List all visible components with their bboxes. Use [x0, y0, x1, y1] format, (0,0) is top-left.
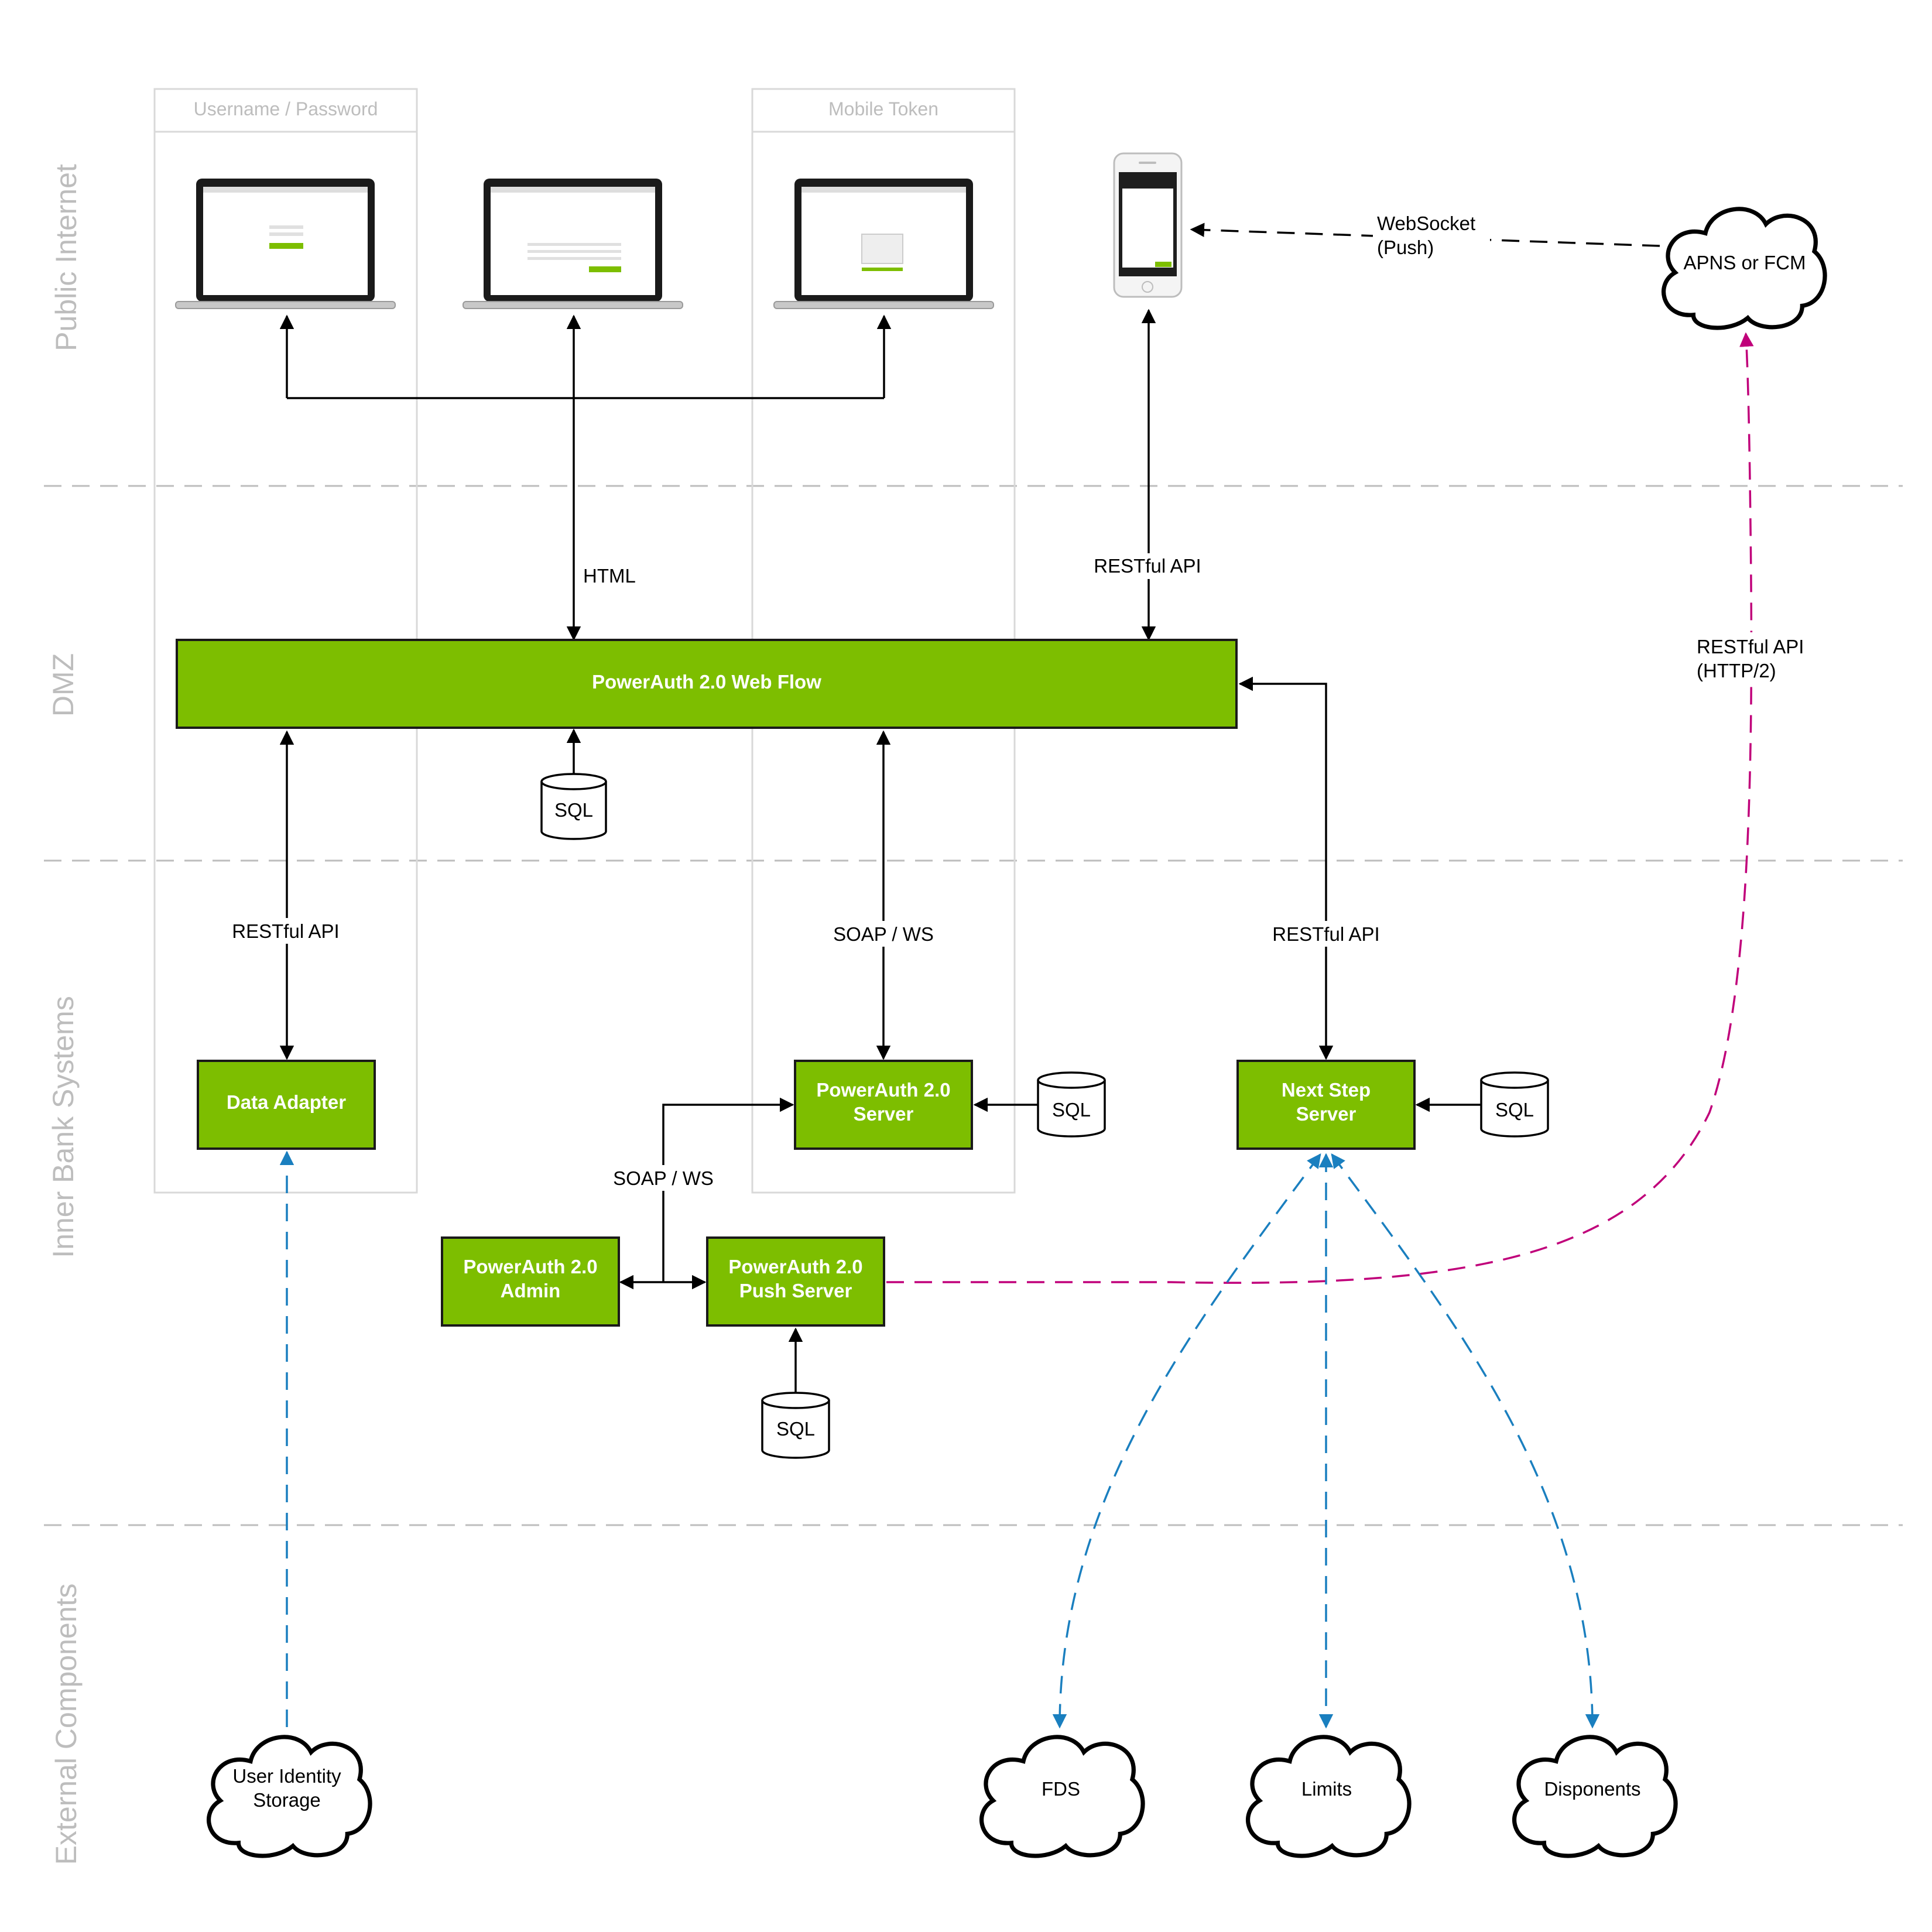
zone-label-public-internet: Public Internet	[50, 164, 83, 351]
laptop-icon	[175, 179, 396, 309]
box-push-line1: PowerAuth 2.0	[728, 1256, 862, 1277]
cloud-limits: Limits	[1301, 1778, 1352, 1800]
label-restful-api-mobile: RESTful API	[1094, 555, 1201, 577]
label-restful-http2-sub: (HTTP/2)	[1697, 660, 1776, 681]
connector-push-apns	[886, 332, 1754, 1284]
db-server-sql: SQL	[1052, 1099, 1091, 1121]
cloud-disponents: Disponents	[1544, 1778, 1640, 1800]
label-websocket-push: (Push)	[1377, 237, 1434, 258]
label-restful-api-adapter: RESTful API	[232, 920, 339, 942]
box-push-server	[706, 1236, 885, 1327]
label-restful-api-nextstep: RESTful API	[1272, 923, 1379, 945]
laptop-icon	[773, 179, 994, 309]
box-data-adapter	[197, 1060, 376, 1150]
column-title-mobile-token: Mobile Token	[828, 98, 938, 119]
label-soap-ws-server: SOAP / WS	[833, 923, 934, 945]
zone-label-dmz: DMZ	[47, 653, 80, 717]
database-icon	[1037, 1071, 1106, 1138]
box-powerauth-server-line1: PowerAuth 2.0	[816, 1079, 950, 1101]
db-webflow-sql: SQL	[554, 799, 593, 821]
db-push-sql: SQL	[776, 1418, 815, 1440]
connector-restful-nextstep	[1238, 676, 1334, 1060]
zone-label-external: External Components	[50, 1584, 83, 1865]
connector-nextstep-disponents	[1331, 1153, 1600, 1729]
connector-soap-admin	[662, 1097, 794, 1282]
box-admin-line2: Admin	[501, 1280, 561, 1301]
database-icon	[540, 773, 607, 840]
box-next-step-server	[1236, 1060, 1416, 1150]
label-soap-ws-admin: SOAP / WS	[613, 1167, 714, 1189]
box-powerauth-server-line2: Server	[854, 1103, 914, 1125]
cloud-fds: FDS	[1042, 1778, 1080, 1800]
cloud-apns-fcm: APNS or FCM	[1683, 252, 1806, 273]
box-web-flow-label: PowerAuth 2.0 Web Flow	[592, 671, 821, 693]
box-push-line2: Push Server	[739, 1280, 852, 1301]
db-nextstep-sql: SQL	[1495, 1099, 1534, 1121]
laptop-icon	[463, 179, 683, 309]
label-websocket: WebSocket	[1377, 213, 1475, 234]
box-data-adapter-label: Data Adapter	[227, 1091, 346, 1113]
connector-nextstep-fds	[1052, 1153, 1321, 1729]
box-powerauth-admin	[441, 1236, 620, 1327]
label-restful-http2: RESTful API	[1697, 636, 1804, 657]
box-next-step-line2: Server	[1296, 1103, 1356, 1125]
column-title-username-password: Username / Password	[194, 98, 378, 119]
zone-label-inner-bank: Inner Bank Systems	[47, 996, 80, 1258]
box-next-step-line1: Next Step	[1282, 1079, 1371, 1101]
label-html: HTML	[583, 565, 636, 587]
box-admin-line1: PowerAuth 2.0	[463, 1256, 597, 1277]
box-web-flow	[176, 639, 1238, 729]
database-icon	[1480, 1071, 1549, 1138]
smartphone-icon	[1113, 152, 1183, 298]
cloud-user-identity-line2: Storage	[253, 1789, 321, 1811]
box-powerauth-server	[794, 1060, 973, 1150]
cloud-user-identity-line1: User Identity	[232, 1765, 341, 1787]
database-icon	[761, 1392, 830, 1459]
